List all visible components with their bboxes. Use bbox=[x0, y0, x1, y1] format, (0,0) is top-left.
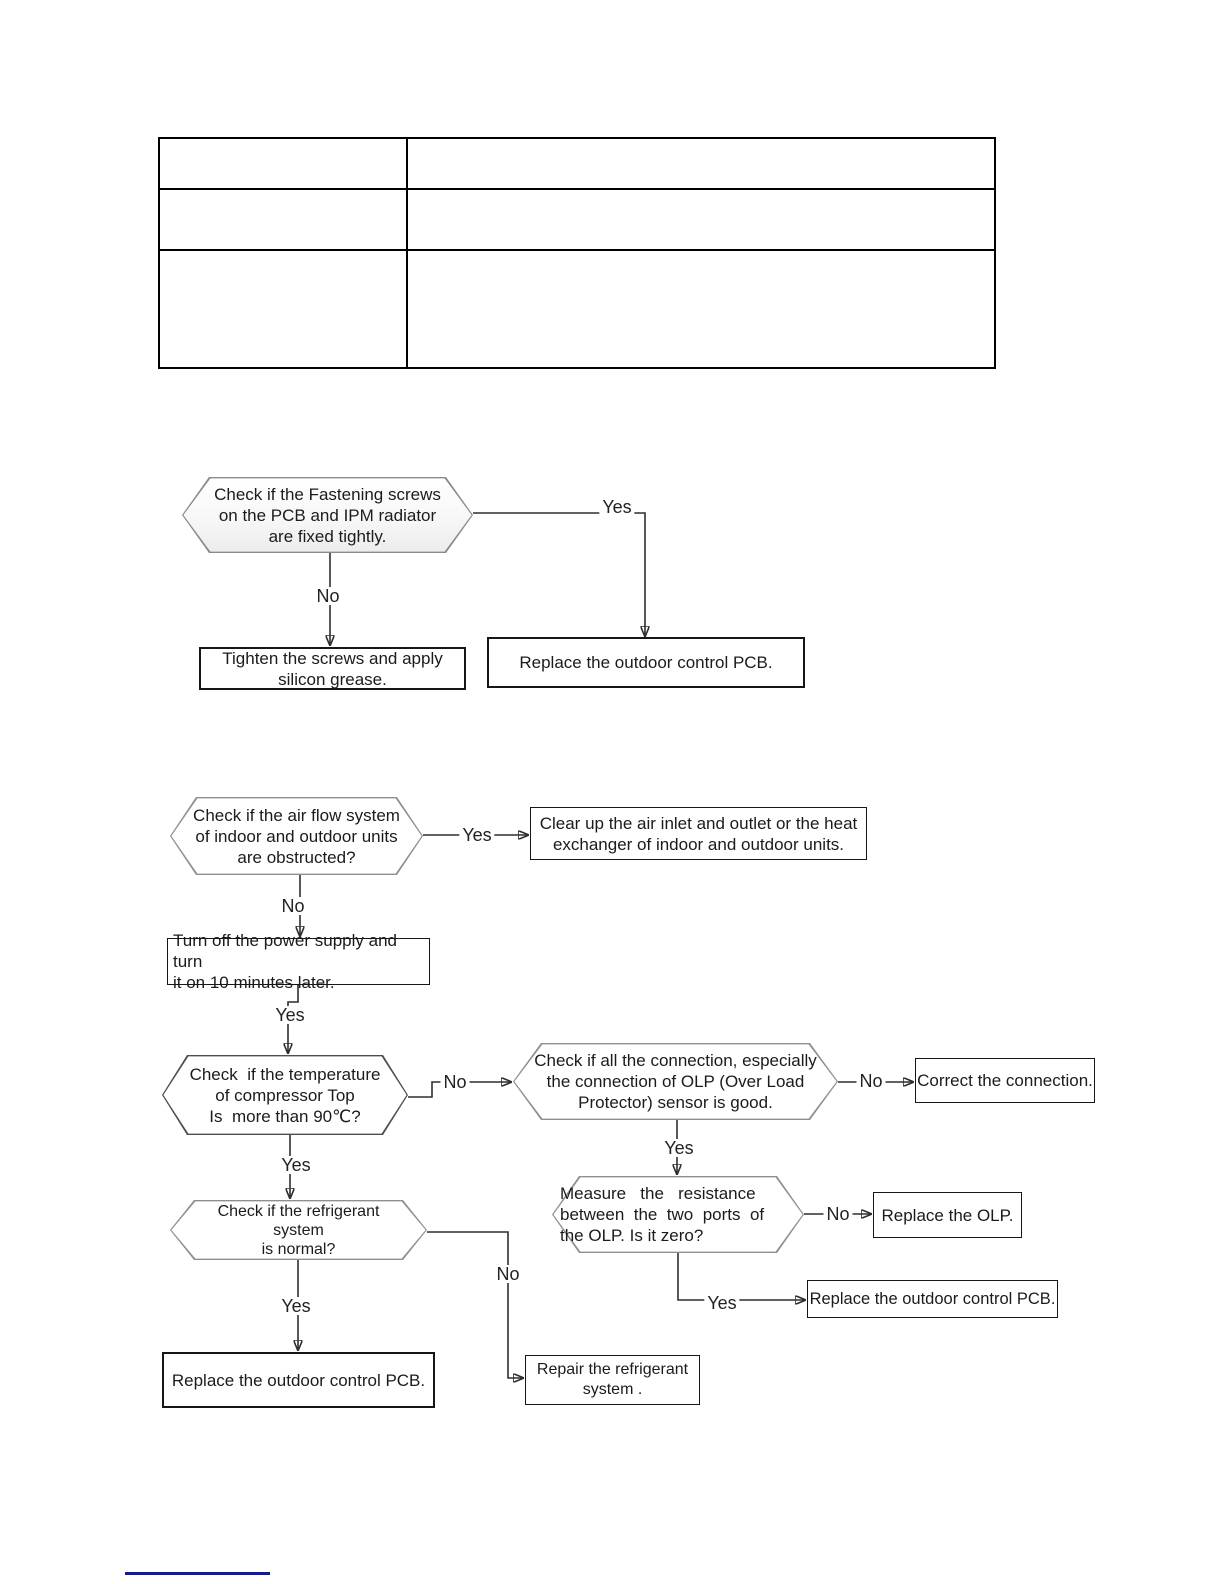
decision-measure-resistance: Measure the resistance between the two p… bbox=[552, 1176, 804, 1253]
label-no: No bbox=[823, 1205, 853, 1223]
decision-text: Check if all the connection, especially … bbox=[534, 1051, 817, 1112]
label-no: No bbox=[313, 587, 343, 605]
action-power-cycle: Turn off the power supply and turn it on… bbox=[167, 931, 430, 992]
action-replace-olp: Replace the OLP. bbox=[873, 1192, 1022, 1238]
empty-table bbox=[158, 137, 996, 369]
label-yes: Yes bbox=[459, 826, 495, 844]
decision-text: Check if the Fastening screws on the PCB… bbox=[214, 484, 441, 546]
table-cell bbox=[158, 188, 408, 251]
label-no: No bbox=[493, 1265, 523, 1283]
hexagon-fill bbox=[171, 1201, 425, 1258]
decision-check-temperature: Check if the temperature of compressor T… bbox=[162, 1055, 408, 1135]
action-replace-outdoor-pcb-2: Replace the outdoor control PCB. bbox=[807, 1280, 1058, 1318]
label-yes: Yes bbox=[278, 1156, 314, 1174]
hexagon-fill bbox=[163, 1056, 406, 1133]
table-row bbox=[158, 249, 996, 369]
footer-link-underline bbox=[125, 1572, 270, 1575]
action-replace-outdoor-pcb-3: Replace the outdoor control PCB. bbox=[162, 1352, 435, 1408]
decision-check-screws: Check if the Fastening screws on the PCB… bbox=[182, 477, 473, 553]
hexagon-fill bbox=[171, 798, 421, 873]
table-cell bbox=[406, 137, 996, 190]
label-yes: Yes bbox=[278, 1297, 314, 1315]
action-clear-airflow: Clear up the air inlet and outlet or the… bbox=[530, 807, 867, 860]
action-tighten-screws: Tighten the screws and apply silicon gre… bbox=[199, 647, 466, 690]
decision-text: Check if the temperature of compressor T… bbox=[189, 1064, 381, 1126]
action-repair-refrigerant: Repair the refrigerant system . bbox=[525, 1355, 700, 1405]
label-yes: Yes bbox=[661, 1139, 697, 1157]
decision-text: Check if the refrigerant system is norma… bbox=[217, 1202, 380, 1258]
action-correct-connection: Correct the connection. bbox=[915, 1058, 1095, 1103]
hexagon-fill bbox=[553, 1177, 802, 1251]
table-row bbox=[158, 137, 996, 190]
table-cell bbox=[406, 188, 996, 251]
hexagon-fill bbox=[514, 1044, 836, 1118]
table-cell bbox=[406, 249, 996, 369]
decision-check-airflow: Check if the air flow system of indoor a… bbox=[170, 797, 423, 875]
label-no: No bbox=[278, 897, 308, 915]
table-cell bbox=[158, 137, 408, 190]
label-yes: Yes bbox=[599, 498, 635, 516]
action-replace-outdoor-pcb-1: Replace the outdoor control PCB. bbox=[487, 637, 805, 688]
decision-check-connection: Check if all the connection, especially … bbox=[513, 1043, 838, 1120]
decision-check-refrigerant: Check if the refrigerant system is norma… bbox=[170, 1200, 427, 1260]
table-row bbox=[158, 188, 996, 251]
table-cell bbox=[158, 249, 408, 369]
label-yes: Yes bbox=[272, 1006, 308, 1024]
decision-text: Check if the air flow system of indoor a… bbox=[193, 805, 400, 867]
label-yes: Yes bbox=[704, 1294, 740, 1312]
hexagon-fill bbox=[183, 478, 471, 551]
label-no: No bbox=[440, 1073, 470, 1091]
label-no: No bbox=[856, 1072, 886, 1090]
decision-text: Measure the resistance between the two p… bbox=[560, 1184, 765, 1245]
